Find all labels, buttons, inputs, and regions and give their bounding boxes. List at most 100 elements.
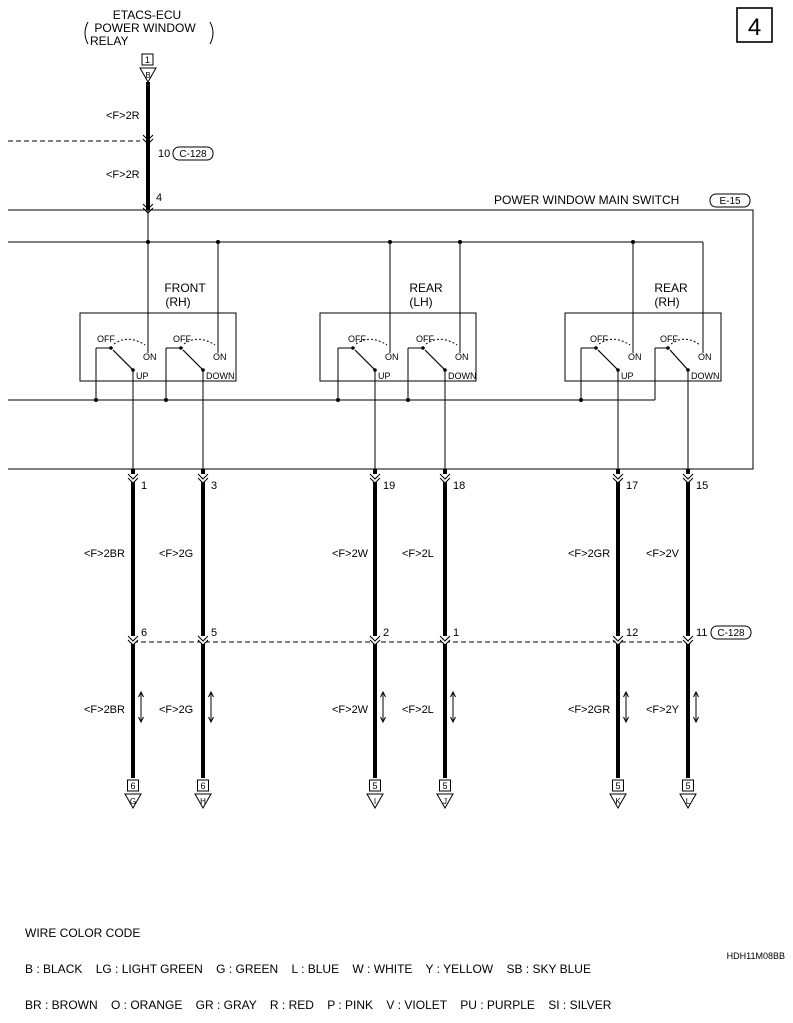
c128-pin-number: 5 — [211, 627, 217, 639]
wire-color-lower: <F>2GR — [568, 704, 610, 716]
on-label-5: ON — [628, 352, 642, 362]
switch-up-rear-rh — [580, 242, 634, 469]
next-page-triangle — [609, 793, 627, 810]
legend-line-1: B : BLACK LG : LIGHT GREEN G : GREEN L :… — [25, 962, 591, 976]
switch-pin-chevron — [197, 473, 209, 484]
c128-pin-chevron — [612, 635, 624, 646]
switch-box-rear-rh — [564, 312, 722, 382]
c128-pin-number: 11 — [696, 627, 707, 639]
main-switch-connector-pill — [709, 193, 751, 208]
next-page-letter: H — [200, 797, 206, 806]
wire-color-legend: WIRE COLOR CODE B : BLACK LG : LIGHT GRE… — [25, 903, 611, 1023]
switch-pin-number: 1 — [141, 480, 147, 492]
ecu-pin-triangle — [139, 67, 157, 84]
off-label-1: OFF — [97, 334, 115, 344]
on-label-1: ON — [143, 352, 157, 362]
bottom-connector-pill — [710, 625, 752, 640]
wiring-diagram: 4 ETACS-ECU POWER WINDOW RELAY 1 B <F>2R… — [8, 7, 773, 810]
next-page-number: 5 — [685, 781, 690, 791]
next-page-number: 5 — [372, 781, 377, 791]
c128-pin-chevron — [197, 635, 209, 646]
switch-pin-number: 18 — [453, 480, 465, 492]
next-page-triangle — [436, 793, 454, 810]
bottom-connector-name: C-128 — [717, 628, 745, 639]
ecu-bracket-left — [84, 21, 89, 45]
next-page-number: 5 — [442, 781, 447, 791]
next-page-number: 6 — [130, 781, 135, 791]
top-wire-color-1: <F>2R — [106, 110, 140, 122]
c128-pin-chevron — [682, 635, 694, 646]
off-label-6: OFF — [660, 334, 678, 344]
junction-dots — [94, 240, 690, 402]
next-page-box — [197, 779, 209, 792]
off-label-3: OFF — [348, 334, 366, 344]
ecu-bracket-right — [209, 21, 214, 45]
switch-pin-number: 19 — [383, 480, 395, 492]
group-label-2-line2: (LH) — [409, 295, 432, 309]
switch-pin-number: 15 — [696, 480, 708, 492]
ecu-pin-letter: B — [145, 71, 150, 80]
main-switch-connector: E-15 — [719, 196, 741, 207]
switch-input-pin: 4 — [156, 192, 162, 204]
group-label-3-line1: REAR — [654, 281, 688, 295]
down-label-3: DOWN — [691, 371, 720, 381]
switch-down-front-rh — [165, 242, 219, 469]
switch-up-front-rh — [95, 242, 149, 469]
group-label-3-line2: (RH) — [654, 295, 679, 309]
ecu-relay-name-2: RELAY — [90, 34, 128, 48]
switch-pin-chevron — [682, 473, 694, 484]
main-switch-title: POWER WINDOW MAIN SWITCH — [494, 193, 679, 207]
off-label-4: OFF — [416, 334, 434, 344]
page-number-box — [736, 7, 773, 43]
next-page-triangle — [679, 793, 697, 810]
output-wires: 1<F>2BR6<F>2BR6G3<F>2G5<F>2G6H19<F>2W2<F… — [84, 469, 708, 810]
group-label-2-line1: REAR — [409, 281, 443, 295]
ecu-name: ETACS-ECU — [113, 8, 181, 22]
on-label-4: ON — [455, 352, 469, 362]
down-label-2: DOWN — [448, 371, 477, 381]
next-page-box — [439, 779, 451, 792]
wire-color-lower: <F>2BR — [84, 704, 125, 716]
off-label-2: OFF — [173, 334, 191, 344]
up-label-2: UP — [378, 371, 391, 381]
top-wire-color-2: <F>2R — [106, 169, 140, 181]
next-page-box — [127, 779, 139, 792]
legend-line-2: BR : BROWN O : ORANGE GR : GRAY R : RED … — [25, 998, 612, 1012]
ecu-pin-number: 1 — [145, 55, 150, 65]
next-page-letter: I — [374, 797, 376, 806]
on-label-2: ON — [213, 352, 227, 362]
up-label-1: UP — [136, 371, 149, 381]
switch-pin-number: 3 — [211, 480, 217, 492]
wire-color-upper: <F>2V — [646, 548, 680, 560]
switch-pin-chevron — [369, 473, 381, 484]
wire-color-upper: <F>2GR — [568, 548, 610, 560]
next-page-box — [369, 779, 381, 792]
group-label-1-line2: (RH) — [165, 295, 190, 309]
next-page-box — [682, 779, 694, 792]
ecu-relay-name: POWER WINDOW — [94, 21, 196, 35]
next-page-letter: K — [615, 797, 621, 806]
next-page-triangle — [194, 793, 212, 810]
next-page-box — [612, 779, 624, 792]
wire-color-lower: <F>2L — [402, 704, 434, 716]
next-page-letter: J — [443, 797, 447, 806]
on-label-6: ON — [698, 352, 712, 362]
switch-down-rear-lh — [407, 242, 461, 469]
page-number: 4 — [748, 14, 761, 41]
switch-pin-chevron — [612, 473, 624, 484]
wire-color-upper: <F>2BR — [84, 548, 125, 560]
switch-up-rear-lh — [337, 242, 391, 469]
group-label-1-line1: FRONT — [164, 281, 206, 295]
wire-color-upper: <F>2G — [159, 548, 193, 560]
wire-color-upper: <F>2W — [332, 548, 369, 560]
next-page-letter: G — [130, 797, 136, 806]
wire-color-lower: <F>2G — [159, 704, 193, 716]
figure-id: HDH11M08BB — [726, 951, 785, 961]
next-page-triangle — [366, 793, 384, 810]
wire-color-upper: <F>2L — [402, 548, 434, 560]
c128-pin-number: 2 — [383, 627, 389, 639]
